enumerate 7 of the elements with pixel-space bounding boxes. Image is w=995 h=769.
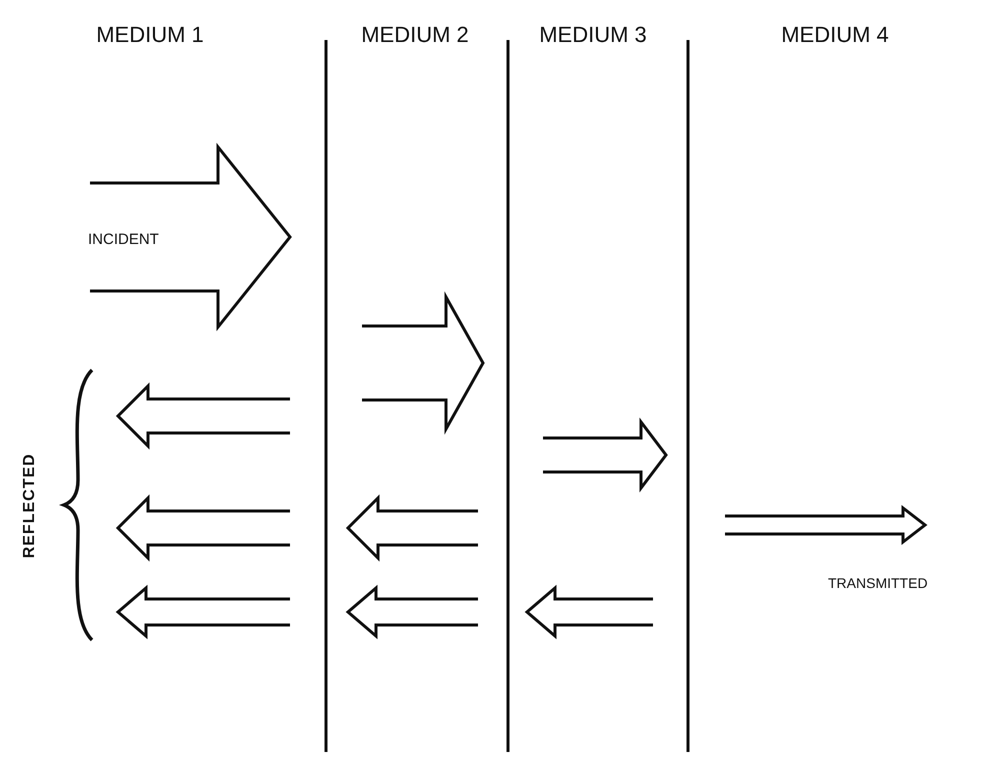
medium-label: MEDIUM 2	[360, 21, 470, 49]
medium-label: MEDIUM 1	[95, 21, 205, 49]
medium-label: MEDIUM 4	[780, 21, 890, 49]
medium-label: MEDIUM 3	[538, 21, 648, 49]
wave-label: REFLECTED	[20, 452, 40, 560]
wave-label: INCIDENT	[88, 230, 159, 250]
wave-label: TRANSMITTED	[828, 574, 928, 593]
